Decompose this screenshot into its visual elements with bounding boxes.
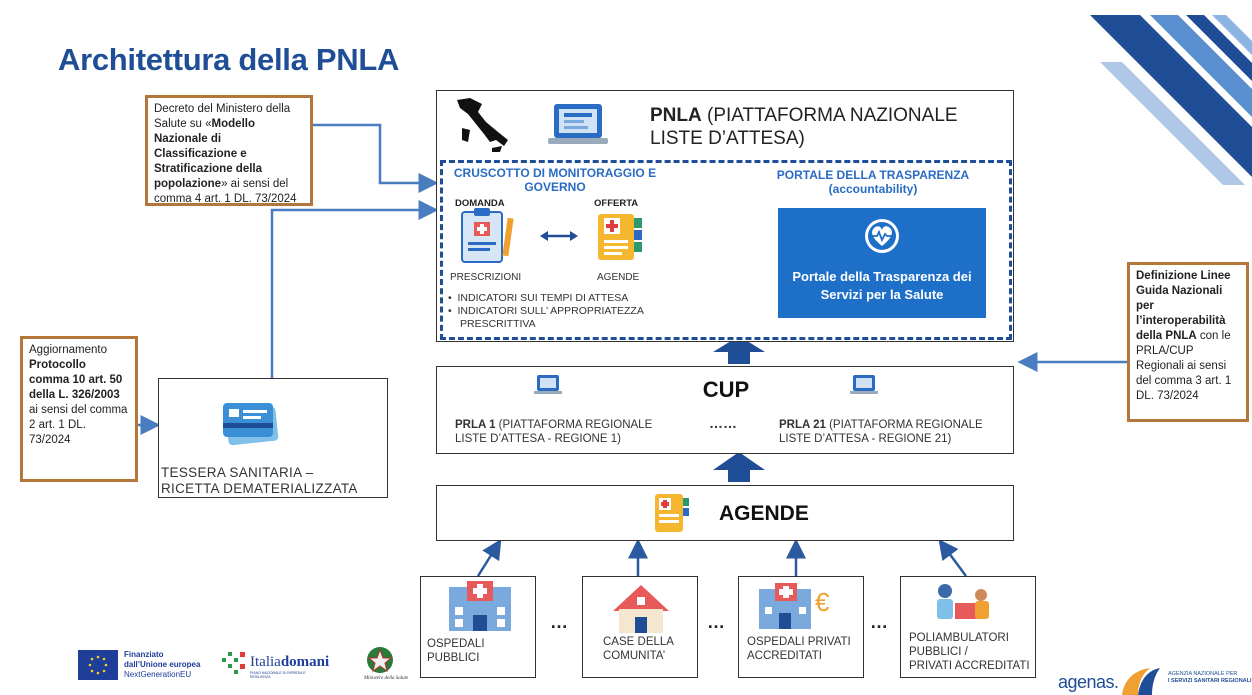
euro-symbol: €: [815, 587, 830, 617]
tessera-connector: [270, 200, 439, 380]
definizione-text-2: con le PRLA/CUP Regionali ai sensi del c…: [1136, 330, 1232, 402]
prescrizioni-label: PRESCRIZIONI: [450, 272, 522, 283]
aggiornamento-text-bold: Protocollo comma 10 art. 50 della L. 326…: [29, 359, 123, 401]
aggiornamento-text-1: Aggiornamento: [29, 344, 107, 356]
portale-box-text: Portale della Trasparenza dei Servizi pe…: [792, 269, 972, 302]
pnla-heading-line2: LISTE D’ATTESA): [650, 128, 805, 149]
decreto-note: Decreto del Ministero della Salute su «M…: [145, 95, 313, 206]
agenas-subtitle: AGENZIA NAZIONALE PER I SERVIZI SANITARI…: [1168, 671, 1252, 684]
ellipsis-2: …: [707, 612, 725, 632]
tessera-box: TESSERA SANITARIA – RICETTA DEMATERIALIZ…: [158, 378, 388, 498]
cruscotto-region: [440, 160, 1012, 340]
cruscotto-title: CRUSCOTTO DI MONITORAGGIO E GOVERNO: [453, 166, 657, 194]
tessera-label-line1: TESSERA SANITARIA –: [161, 465, 314, 480]
decreto-connector: [312, 123, 439, 193]
agende-box: AGENDE: [436, 485, 1014, 541]
portale-title-line1: PORTALE DELLA TRASPARENZA: [776, 168, 970, 182]
doctor-patient-icon: [937, 584, 989, 619]
ellipsis-3: …: [870, 612, 888, 632]
up-arrow-cup-to-pnla: [713, 336, 765, 364]
decreto-text-bold: Modello Nazionale di Classificazione e S…: [154, 118, 263, 190]
prla-ellipsis: ……: [709, 415, 737, 431]
tessera-label: TESSERA SANITARIA – RICETTA DEMATERIALIZ…: [161, 465, 358, 497]
portale-subtitle: (accountability): [828, 182, 918, 196]
page-title: Architettura della PNLA: [58, 42, 400, 77]
indicatori-item-1: • INDICATORI SUI TEMPI DI ATTESA: [448, 292, 629, 304]
decreto-text-2: » ai sensi del comma 4 art. 1 DL. 73/202…: [154, 178, 297, 205]
house-icon: [613, 585, 669, 633]
cup-title: CUP: [702, 377, 750, 402]
portale-box[interactable]: Portale della Trasparenza dei Servizi pe…: [778, 208, 986, 318]
private-hospital-icon: €: [759, 583, 830, 629]
portale-title: PORTALE DELLA TRASPARENZA (accountabilit…: [768, 168, 978, 196]
hospital-icon: [449, 581, 511, 631]
italiadomani-logo: Italiadomani PIANO NAZIONALE DI RIPRESA …: [250, 654, 330, 679]
eu-flag-logo: [78, 650, 118, 680]
heart-pulse-icon: [865, 219, 899, 253]
definizione-note: Definizione Linee Guida Nazionali per l’…: [1127, 262, 1249, 422]
agende-label: AGENDE: [597, 272, 640, 283]
domanda-label: DOMANDA: [455, 198, 505, 209]
definizione-text-bold: Definizione Linee Guida Nazionali per l’…: [1136, 270, 1231, 342]
health-card-icon: [223, 403, 279, 446]
indicatori-item-2: • INDICATORI SULL’ APPROPRIATEZZA PRESCR…: [448, 305, 644, 330]
offerta-label: OFFERTA: [594, 198, 639, 209]
pnla-heading-bold: PNLA: [650, 105, 702, 126]
aggiornamento-note: Aggiornamento Protocollo comma 10 art. 5…: [20, 336, 138, 482]
prla21-laptop-icon: [850, 375, 878, 394]
agende-box-icon: [655, 494, 689, 532]
pnla-heading: PNLA (PIATTAFORMA NAZIONALE LISTE D’ATTE…: [650, 104, 958, 150]
ospedali-connector: [476, 538, 502, 577]
aggiornamento-text-2: ai sensi del comma 2 art. 1 DL. 73/2024: [29, 404, 128, 446]
indicatori-list: • INDICATORI SUI TEMPI DI ATTESA • INDIC…: [448, 292, 678, 331]
pnla-heading-line1: (PIATTAFORMA NAZIONALE: [701, 105, 958, 126]
up-arrow-agende-to-cup: [713, 452, 765, 482]
eu-funding-text: Finanziato dall’Unione europea NextGener…: [124, 650, 201, 679]
poliambulatori-connector: [938, 538, 968, 577]
decreto-text-1: Decreto del Ministero della Salute su «: [154, 103, 291, 130]
tessera-label-line2: RICETTA DEMATERIALIZZATA: [161, 481, 358, 496]
agenas-logo: agenas.: [1058, 672, 1119, 692]
ministero-label: Ministero della Salute: [364, 676, 409, 681]
prla1-laptop-icon: [534, 375, 562, 394]
prla-laptop-icons: [534, 375, 878, 394]
ellipsis-1: …: [550, 612, 568, 632]
agende-box-title: AGENDE: [719, 502, 809, 525]
